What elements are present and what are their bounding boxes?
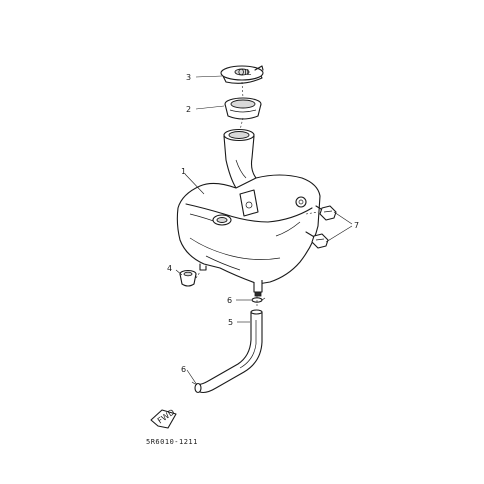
reference-labels: 3 2 1 4 6 5 6 7 (167, 73, 359, 374)
callout-5: 5 (228, 318, 233, 327)
callout-6-upper: 6 (227, 296, 232, 305)
callout-1: 1 (181, 167, 186, 176)
fwd-arrow-icon: FWD (150, 407, 177, 429)
cap-mark: OIL (238, 68, 252, 77)
oil-tank[interactable] (176, 128, 321, 297)
figure-code: 5R6010-1211 (146, 438, 198, 446)
callout-3: 3 (186, 73, 191, 82)
alignment-lines (195, 81, 319, 306)
hose-clip-lower[interactable] (191, 381, 202, 394)
oil-cap[interactable]: OIL (220, 65, 264, 84)
mounting-bolt-upper[interactable] (315, 205, 337, 221)
mounting-bolt-lower[interactable] (305, 231, 329, 249)
leader-lines (175, 75, 353, 386)
callout-2: 2 (186, 105, 191, 114)
callout-4: 4 (167, 264, 172, 273)
callout-7: 7 (354, 221, 359, 230)
hose-clip-upper[interactable] (251, 297, 266, 303)
callout-6-lower: 6 (181, 365, 186, 374)
tank-filler-neck[interactable] (224, 97, 262, 120)
grommet[interactable] (179, 269, 197, 287)
